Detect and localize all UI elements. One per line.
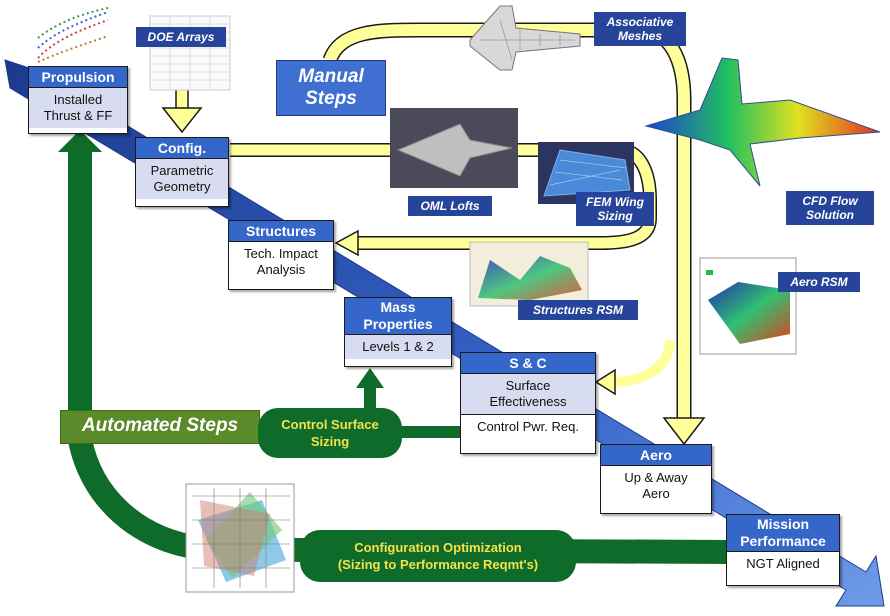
optimization-line-1: Configuration Optimization	[354, 540, 522, 555]
config-box: Config. Parametric Geometry	[135, 137, 229, 207]
automated-loop-arrowhead	[58, 130, 102, 152]
optimization-line-2: (Sizing to Performance Reqmt's)	[337, 557, 539, 572]
structures-rsm-tag: Structures RSM	[518, 300, 638, 320]
configuration-optimization-pill: Configuration Optimization (Sizing to Pe…	[300, 530, 576, 582]
propulsion-header: Propulsion	[29, 67, 127, 88]
control-surface-sizing-pill: Control Surface Sizing	[258, 408, 402, 458]
manual-sc-arrow	[611, 339, 675, 387]
control-up-arrowhead	[356, 368, 384, 388]
structures-line-2: Analysis	[256, 262, 306, 277]
propulsion-box: Propulsion Installed Thrust & FF	[28, 66, 128, 134]
mission-header-line-2: Performance	[740, 533, 826, 549]
mission-box: Mission Performance NGT Aligned	[726, 514, 840, 586]
aero-rsm-tag: Aero RSM	[778, 272, 860, 292]
mission-header: Mission Performance	[727, 515, 839, 552]
sc-line-1: Surface	[505, 378, 551, 393]
manual-structures-arrowhead	[334, 229, 359, 257]
sc-body-2: Control Pwr. Req.	[461, 414, 595, 439]
aero-box: Aero Up & Away Aero	[600, 444, 712, 514]
doe-scatter-thumbnail	[30, 4, 112, 66]
cfd-line-2: Solution	[806, 208, 854, 222]
optimization-plot-thumbnail	[185, 483, 295, 593]
config-line-1: Parametric	[150, 163, 214, 178]
mass-header: Mass Properties	[345, 298, 451, 335]
automated-steps-label: Automated Steps	[60, 410, 260, 444]
config-header: Config.	[136, 138, 228, 159]
doe-arrays-tag: DOE Arrays	[136, 27, 226, 47]
control-line-1: Control Surface	[281, 417, 379, 432]
config-body: Parametric Geometry	[136, 159, 228, 199]
fem-line-2: Sizing	[597, 209, 633, 223]
propulsion-body: Installed Thrust & FF	[29, 88, 127, 128]
sc-body: Surface Effectiveness	[461, 374, 595, 414]
structures-body: Tech. Impact Analysis	[229, 242, 333, 282]
mass-box: Mass Properties Levels 1 & 2	[344, 297, 452, 367]
structures-line-1: Tech. Impact	[244, 246, 318, 261]
manual-steps-label: Manual Steps	[276, 60, 386, 116]
doe-arrow-head	[161, 107, 203, 134]
fem-line-1: FEM Wing	[586, 195, 644, 209]
control-line-2: Sizing	[310, 434, 350, 449]
mass-header-line-1: Mass	[380, 299, 416, 315]
sc-line-2: Effectiveness	[489, 394, 567, 409]
fem-wing-thumbnail	[538, 142, 634, 204]
structures-box: Structures Tech. Impact Analysis	[228, 220, 334, 290]
oml-lofts-tag: OML Lofts	[408, 196, 492, 216]
meshes-line-2: Meshes	[617, 29, 663, 43]
propulsion-line-1: Installed	[53, 92, 103, 107]
manual-line-1: Manual	[298, 66, 364, 87]
cfd-line-1: CFD Flow	[802, 194, 858, 208]
mass-body: Levels 1 & 2	[345, 335, 451, 359]
fem-wing-tag: FEM Wing Sizing	[576, 192, 654, 226]
mass-header-line-2: Properties	[363, 316, 433, 332]
oml-loft-thumbnail	[390, 108, 518, 188]
associative-meshes-tag: Associative Meshes	[594, 12, 686, 46]
structures-rsm-thumbnail	[469, 241, 589, 307]
cfd-flow-tag: CFD Flow Solution	[786, 191, 874, 225]
aero-header: Aero	[601, 445, 711, 466]
sc-header: S & C	[461, 353, 595, 374]
propulsion-line-2: Thrust & FF	[43, 108, 113, 123]
manual-loop-arrowhead-aero	[662, 417, 706, 446]
mission-body: NGT Aligned	[727, 552, 839, 576]
meshes-line-1: Associative	[606, 15, 674, 29]
structures-header: Structures	[229, 221, 333, 242]
config-line-2: Geometry	[153, 179, 211, 194]
sc-box: S & C Surface Effectiveness Control Pwr.…	[460, 352, 596, 454]
aero-line-2: Aero	[642, 486, 670, 501]
aero-line-1: Up & Away	[624, 470, 688, 485]
manual-sc-arrowhead	[594, 368, 616, 396]
mission-header-line-1: Mission	[756, 516, 810, 532]
manual-line-2: Steps	[305, 88, 357, 109]
jet-mesh-thumbnail	[469, 5, 581, 71]
aero-body: Up & Away Aero	[601, 466, 711, 506]
cfd-jet-thumbnail	[644, 57, 881, 187]
